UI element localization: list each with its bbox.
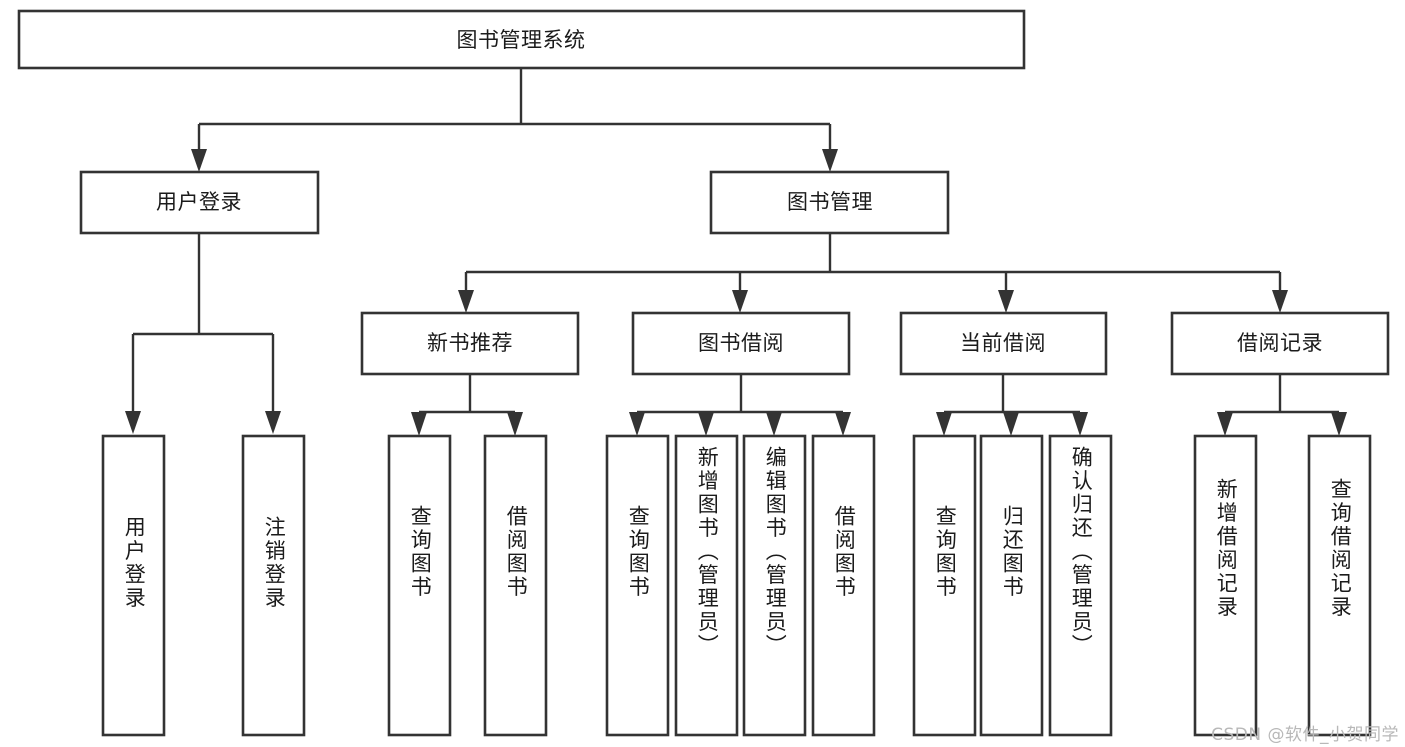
- arrow-head-icon: [411, 412, 427, 436]
- leaf-box-add-borrow-record[interactable]: [1193, 434, 1258, 737]
- arrow-head-icon: [732, 290, 748, 313]
- node-book-management[interactable]: 图书管理: [709, 170, 950, 235]
- node-current-borrow-label: 当前借阅: [960, 331, 1046, 355]
- arrow-head-icon: [1072, 412, 1088, 436]
- edge-borrow-record-to-leaves: [1217, 374, 1347, 436]
- edge-book-borrow-to-leaves: [629, 374, 851, 436]
- node-borrow-record[interactable]: 借阅记录: [1170, 311, 1390, 376]
- edge-root-to-level2: [191, 68, 838, 172]
- arrow-head-icon: [458, 290, 474, 313]
- arrow-head-icon: [766, 412, 782, 436]
- arrow-head-icon: [822, 149, 838, 172]
- node-borrow-record-label: 借阅记录: [1237, 331, 1323, 355]
- leaf-box-query-book-borrow[interactable]: [605, 434, 670, 737]
- edge-book-management-to-level3: [458, 233, 1288, 313]
- node-current-borrow[interactable]: 当前借阅: [899, 311, 1108, 376]
- arrow-head-icon: [1331, 412, 1347, 436]
- node-root-box[interactable]: [17, 9, 1026, 70]
- leaf-box-borrow-book[interactable]: [811, 434, 876, 737]
- arrow-head-icon: [1003, 412, 1019, 436]
- arrow-head-icon: [629, 412, 645, 436]
- node-user-login-label: 用户登录: [156, 190, 242, 214]
- leaf-box-query-book-recommend[interactable]: [387, 434, 452, 737]
- node-book-borrow[interactable]: 图书借阅: [631, 311, 851, 376]
- node-current-borrow-box[interactable]: [899, 311, 1108, 376]
- leaf-box-add-book-admin[interactable]: [674, 434, 739, 737]
- leaf-box-confirm-return-admin[interactable]: [1048, 434, 1113, 737]
- arrow-head-icon: [835, 412, 851, 436]
- edge-new-book-recommend-to-leaves: [411, 374, 523, 436]
- arrow-head-icon: [1272, 290, 1288, 313]
- leaf-box-edit-book-admin[interactable]: [742, 434, 807, 737]
- node-user-login[interactable]: 用户登录: [79, 170, 320, 235]
- arrow-head-icon: [191, 149, 207, 172]
- node-new-book-recommend-box[interactable]: [360, 311, 580, 376]
- arrow-head-icon: [1217, 412, 1233, 436]
- csdn-watermark: CSDN @软件_小贺同学: [1211, 725, 1399, 745]
- node-new-book-recommend[interactable]: 新书推荐: [360, 311, 580, 376]
- node-book-borrow-label: 图书借阅: [698, 331, 784, 355]
- node-new-book-recommend-label: 新书推荐: [427, 331, 513, 355]
- leaf-box-return-book[interactable]: [979, 434, 1044, 737]
- arrow-head-icon: [998, 290, 1014, 313]
- leaf-box-query-book-current[interactable]: [912, 434, 977, 737]
- leaf-box-logout[interactable]: [241, 434, 306, 737]
- edge-current-borrow-to-leaves: [936, 374, 1088, 436]
- node-root[interactable]: 图书管理系统: [17, 9, 1026, 70]
- leaf-box-user-login[interactable]: [101, 434, 166, 737]
- arrow-head-icon: [507, 412, 523, 436]
- arrow-head-icon: [265, 411, 281, 434]
- edge-user-login-to-leaves: [125, 233, 281, 434]
- arrow-head-icon: [698, 412, 714, 436]
- node-root-label: 图书管理系统: [457, 28, 586, 52]
- node-user-login-box[interactable]: [79, 170, 320, 235]
- arrow-head-icon: [125, 411, 141, 434]
- arrow-head-icon: [936, 412, 952, 436]
- leaf-box-query-borrow-record[interactable]: [1307, 434, 1372, 737]
- leaf-box-borrow-book-recommend[interactable]: [483, 434, 548, 737]
- node-book-management-label: 图书管理: [787, 190, 873, 214]
